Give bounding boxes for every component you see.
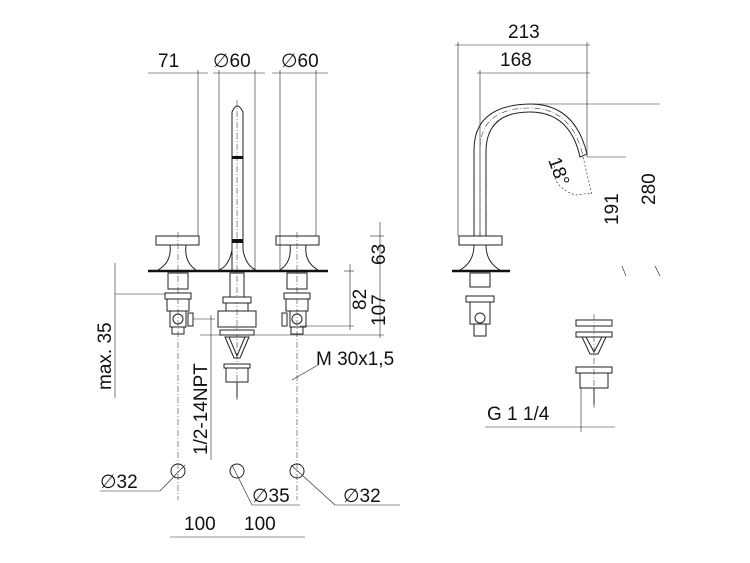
hole-pattern: ∅32 ∅35 ∅32 100 100 xyxy=(100,463,400,538)
hole-center xyxy=(229,463,245,479)
dim-angle: 18° xyxy=(543,155,573,189)
dim-107: 107 xyxy=(369,294,390,326)
hole-left-label: ∅32 xyxy=(100,472,138,493)
spacing-left: 100 xyxy=(184,514,216,535)
dim-168: 168 xyxy=(500,50,532,71)
thread-npt: 1/2-14NPT xyxy=(191,363,212,455)
dim-handle-diameter: ∅60 xyxy=(281,51,319,72)
dim-spout-diameter: ∅60 xyxy=(213,51,251,72)
front-view: 71 ∅60 ∅60 xyxy=(95,51,394,500)
hole-right-label: ∅32 xyxy=(343,486,381,507)
drain-thread: G 1 1/4 xyxy=(487,404,550,425)
dim-max-35: max. 35 xyxy=(95,322,116,390)
dim-191: 191 xyxy=(602,193,623,225)
hole-right xyxy=(289,463,305,479)
dim-280: 280 xyxy=(639,173,660,205)
side-view: 213 168 18° 191 280 G 1 1/4 xyxy=(452,22,661,432)
hole-left xyxy=(170,463,186,479)
hole-center-label: ∅35 xyxy=(252,486,290,507)
spacing-right: 100 xyxy=(244,514,276,535)
thread-m30: M 30x1,5 xyxy=(316,349,394,370)
dim-82: 82 xyxy=(350,289,371,310)
dim-71: 71 xyxy=(158,51,179,72)
dim-63: 63 xyxy=(369,244,390,265)
dim-213: 213 xyxy=(508,22,540,43)
